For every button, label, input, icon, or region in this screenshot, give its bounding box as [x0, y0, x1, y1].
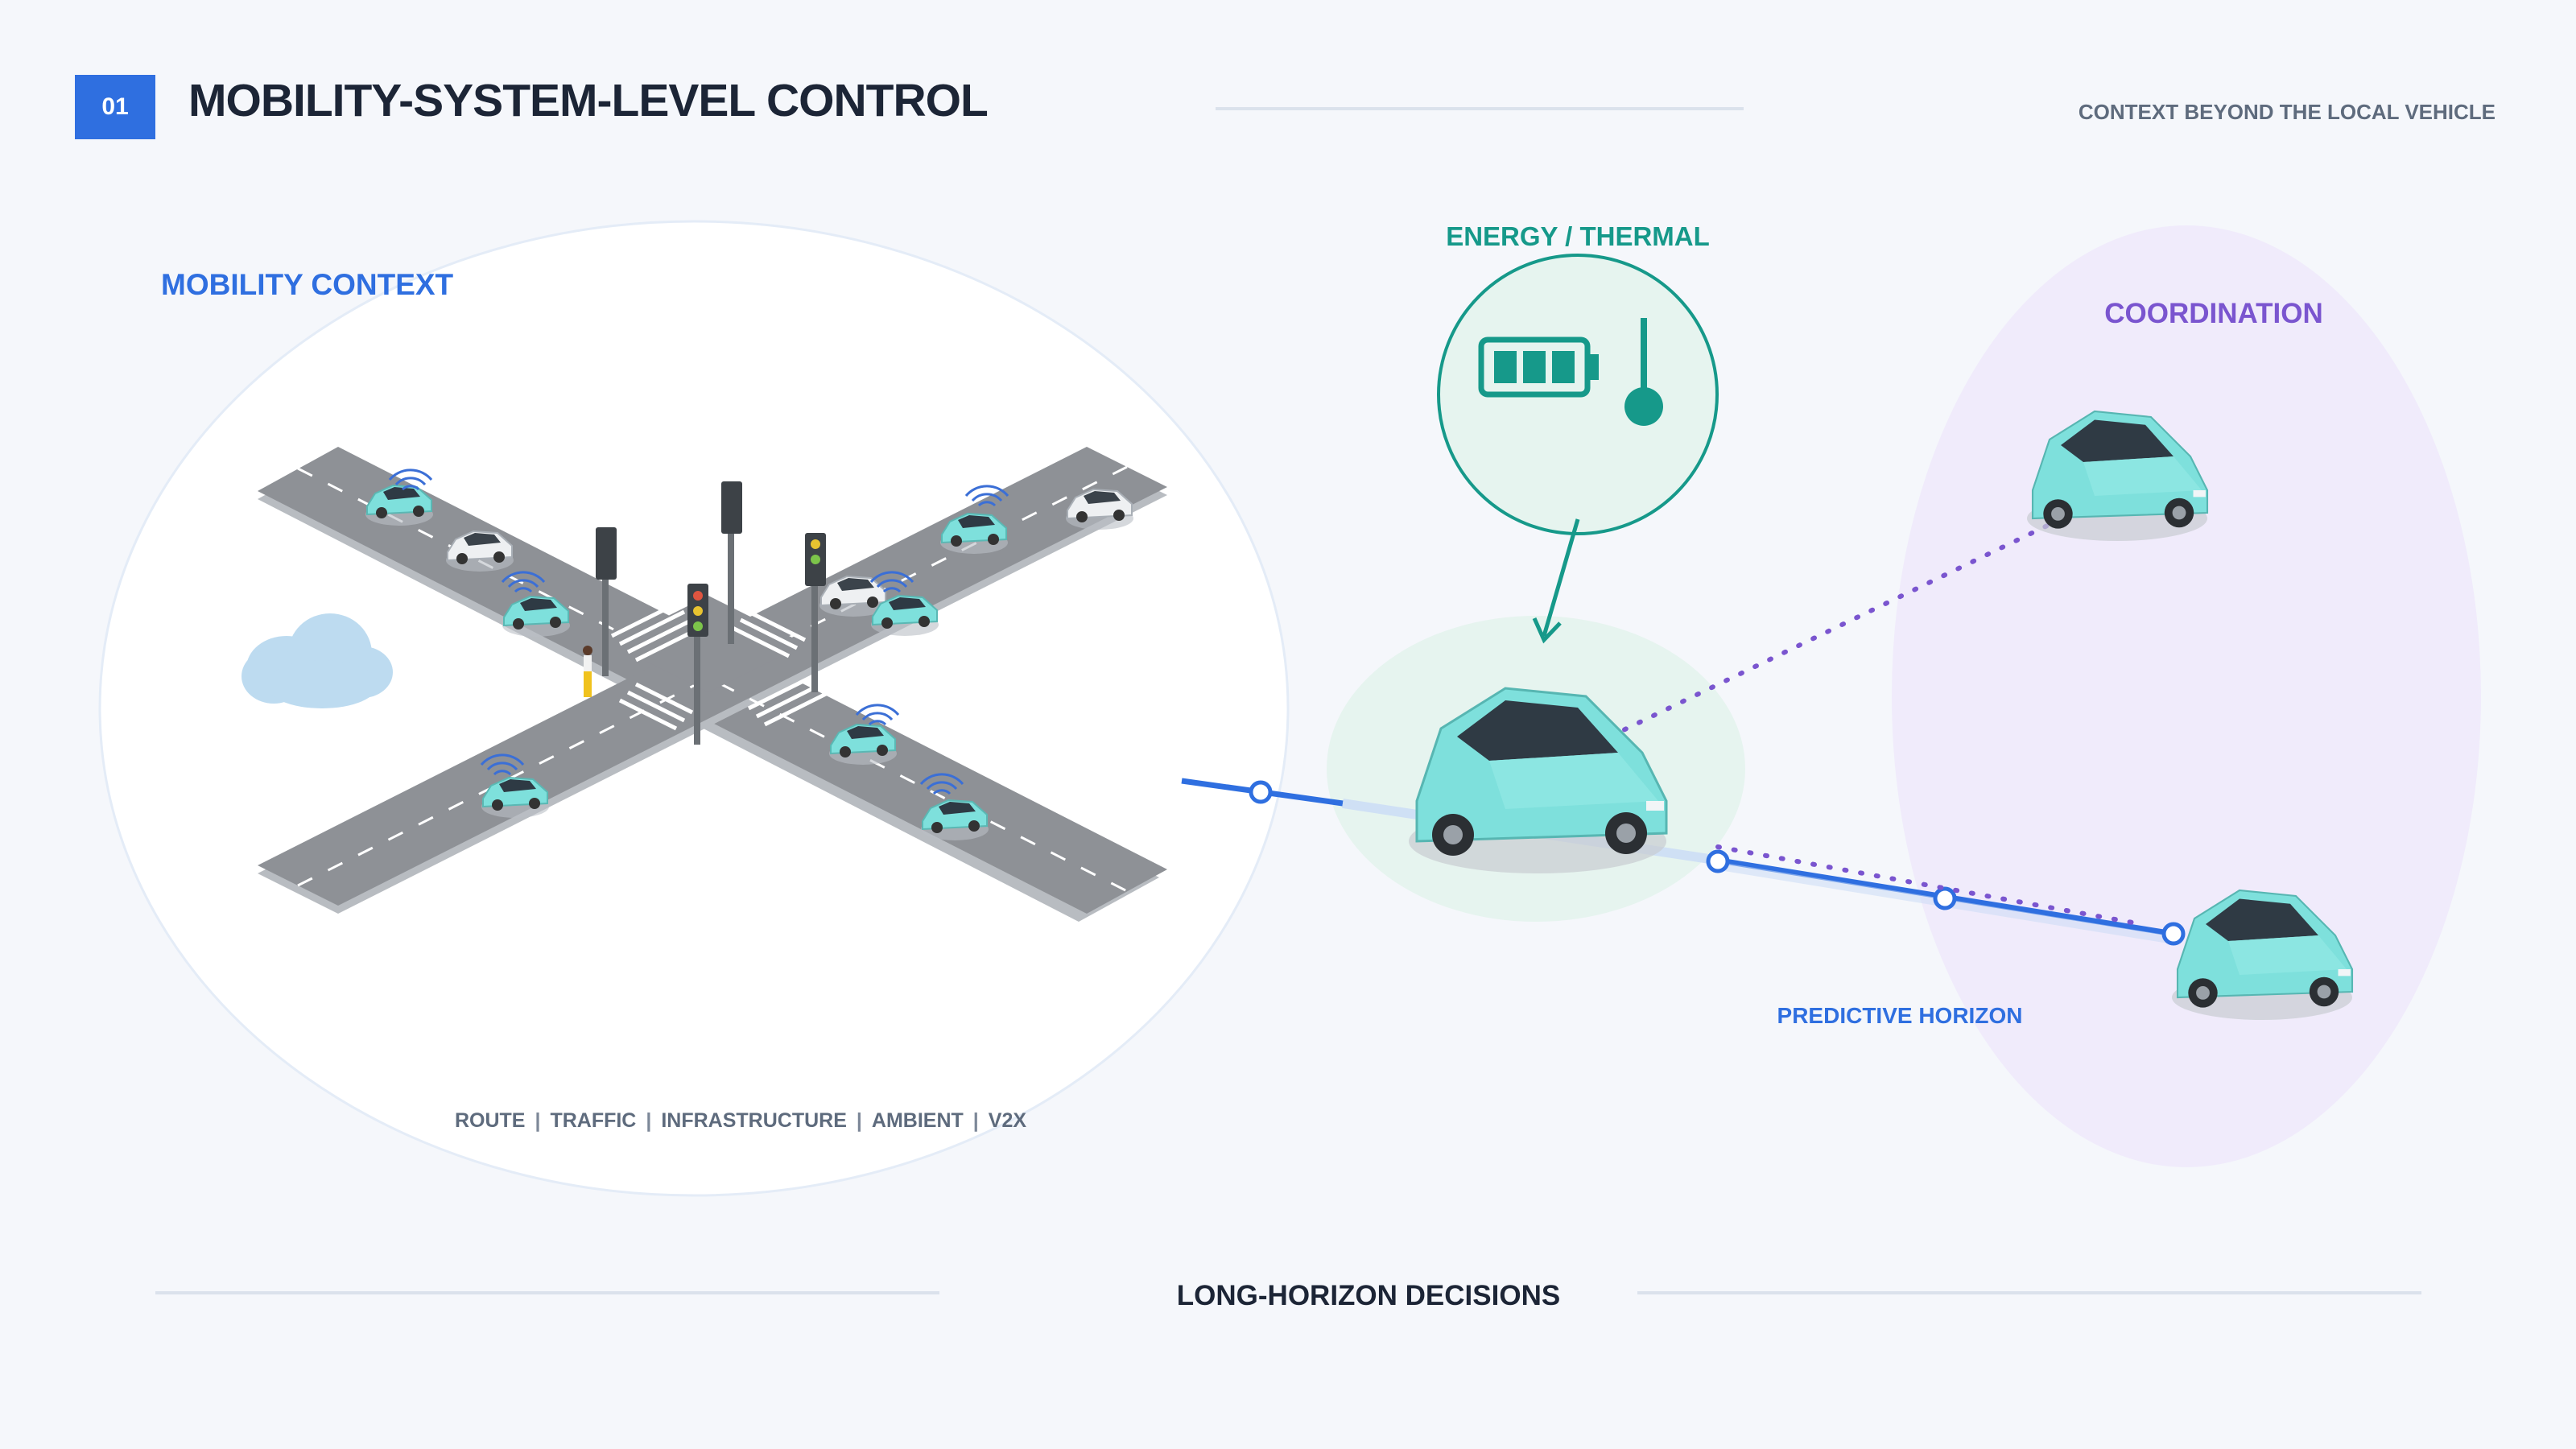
coordination-area	[1892, 225, 2481, 1167]
context-item-ambient: AMBIENT	[871, 1109, 964, 1132]
traffic-light	[596, 527, 617, 676]
horizon-node	[2161, 922, 2186, 946]
separator: |	[856, 1109, 862, 1132]
context-item-v2x: V2X	[988, 1109, 1027, 1132]
horizon-node	[1249, 780, 1273, 804]
page-subtitle: CONTEXT BEYOND THE LOCAL VEHICLE	[2078, 100, 2496, 124]
context-item-infrastructure: INFRASTRUCTURE	[661, 1109, 847, 1132]
separator: |	[972, 1109, 979, 1132]
page-title: MOBILITY-SYSTEM-LEVEL CONTROL	[188, 75, 989, 126]
separator: |	[646, 1109, 652, 1132]
horizon-node	[1933, 886, 1957, 910]
footer-divider-right	[1637, 1291, 2421, 1294]
pedestrian	[583, 646, 592, 697]
mobility-context-label: MOBILITY CONTEXT	[161, 268, 454, 301]
footer-divider-left	[155, 1291, 939, 1294]
context-items-list: ROUTE | TRAFFIC | INFRASTRUCTURE | AMBIENT | V2X	[338, 1109, 1143, 1133]
energy-pointer-arrow	[1542, 518, 1580, 637]
traffic-light	[721, 481, 742, 644]
traffic-light	[805, 533, 826, 692]
energy-thermal-label: ENERGY / THERMAL	[1446, 221, 1710, 251]
thermometer-icon	[1624, 318, 1663, 426]
context-item-route: ROUTE	[454, 1109, 526, 1132]
header-divider	[1216, 107, 1744, 110]
footer-label: LONG-HORIZON DECISIONS	[1176, 1280, 1561, 1311]
horizon-node	[1706, 849, 1730, 873]
intersection-illustration	[258, 447, 1167, 922]
battery-icon	[1478, 336, 1599, 398]
predictive-horizon-label: PREDICTIVE HORIZON	[1777, 1003, 2023, 1028]
separator: |	[535, 1109, 541, 1132]
cloud-icon	[242, 613, 393, 708]
section-number-badge: 01	[75, 75, 155, 139]
context-item-traffic: TRAFFIC	[550, 1109, 637, 1132]
coordination-label: COORDINATION	[2104, 298, 2323, 329]
traffic-light	[687, 584, 708, 745]
energy-thermal-bubble	[1437, 254, 1719, 535]
